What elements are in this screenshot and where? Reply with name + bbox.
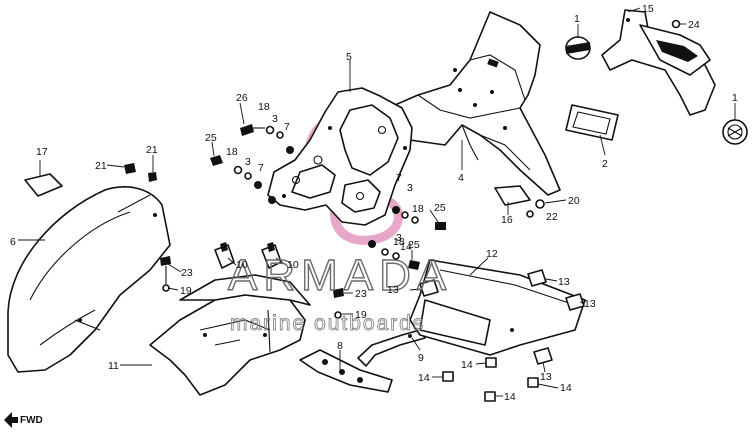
part-clip-10-b (261, 242, 282, 269)
part-sticker-17 (24, 173, 63, 197)
callout-label: 12 (486, 248, 498, 260)
callout-label: 7 (258, 162, 264, 174)
callout-label: 13 (558, 276, 570, 288)
part-bracket-15 (601, 9, 716, 116)
fwd-label: FWD (20, 415, 43, 426)
part-plate-16 (494, 185, 531, 206)
callout-label: 2 (602, 158, 608, 170)
fwd-arrow-icon (4, 412, 18, 428)
watermark-brand: ARMADA (228, 251, 452, 300)
callout-label: 3 (272, 113, 278, 125)
part-rear-fender-4 (394, 11, 561, 196)
part-stay-9 (357, 329, 426, 367)
callout-label: 18 (258, 101, 270, 113)
callout-label: 18 (226, 146, 238, 158)
callout-label: 18 (412, 203, 424, 215)
callout-label: 7 (396, 172, 402, 184)
callout-label: 14 (418, 372, 430, 384)
callout-label: 18 (393, 236, 405, 248)
callout-label: 14 (560, 382, 572, 394)
callout-label: 19 (355, 309, 367, 321)
callout-label: 13 (584, 298, 596, 310)
callout-label: 10 (287, 259, 299, 271)
callout-label: 20 (568, 195, 580, 207)
callout-label: 23 (355, 288, 367, 300)
callout-label: 14 (461, 359, 473, 371)
callout-label: 22 (546, 211, 558, 223)
callout-label: 16 (501, 214, 513, 226)
callout-label: 13 (387, 284, 399, 296)
callout-label: 26 (236, 92, 248, 104)
callout-label: 21 (146, 144, 158, 156)
callout-label: 21 (95, 160, 107, 172)
callout-label: 25 (408, 239, 420, 251)
callout-label: 1 (574, 13, 580, 25)
watermark-text: ARMADA marine outboards (227, 250, 452, 335)
part-lower-guard-11 (149, 274, 311, 396)
callout-label: 24 (688, 19, 700, 31)
part-cap-1-a (565, 36, 591, 60)
callout-label: 15 (642, 3, 654, 15)
callout-label: 11 (108, 360, 119, 372)
callout-label: 3 (396, 232, 402, 244)
callout-label: 25 (205, 132, 217, 144)
callout-label: 17 (36, 146, 48, 158)
callout-label: 25 (434, 202, 446, 214)
callout-label: 10 (236, 259, 248, 271)
callout-label: 3 (245, 156, 251, 168)
hardware-set (124, 19, 681, 402)
fwd-indicator: FWD (4, 412, 43, 428)
part-cap-1-b (722, 119, 748, 145)
part-bracket-5 (267, 87, 413, 226)
watermark-subtitle: marine outboards (230, 312, 425, 335)
callout-label: 1 (732, 92, 738, 104)
callout-label: 19 (180, 285, 192, 297)
callout-label: 4 (458, 172, 464, 184)
callout-label: 3 (407, 182, 413, 194)
callout-labels: 1 1 2 3 3 3 3 4 5 6 7 7 7 8 9 10 10 11 1… (10, 3, 738, 403)
part-stay-8 (299, 349, 393, 393)
leader-lines (18, 7, 736, 397)
callout-label: 9 (418, 352, 424, 364)
callout-label: 7 (284, 121, 290, 133)
callout-label: 6 (10, 236, 16, 248)
part-tail-lens-2 (565, 104, 619, 141)
callout-label: 5 (346, 51, 352, 63)
callout-label: 23 (181, 267, 193, 279)
callout-label: 8 (337, 340, 343, 352)
callout-label: 13 (540, 371, 552, 383)
callout-label: 14 (504, 391, 516, 403)
part-clip-10-a (214, 242, 235, 269)
callout-label: 14 (400, 241, 412, 253)
part-front-fender-6 (7, 186, 171, 373)
